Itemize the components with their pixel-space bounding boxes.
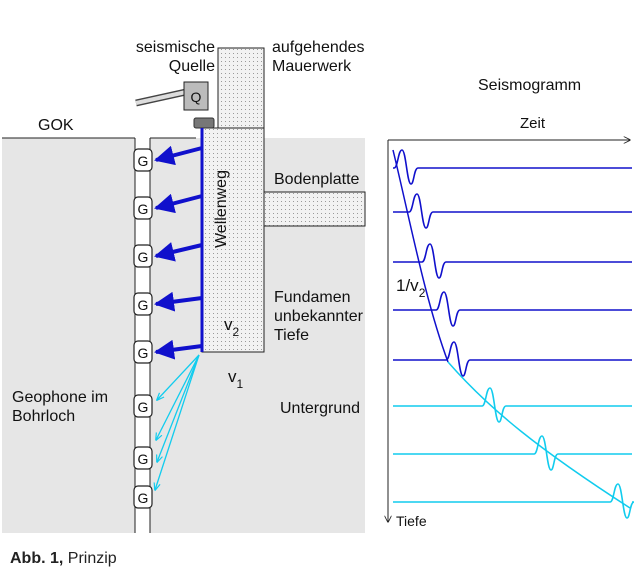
geophone-symbol: G: [138, 297, 149, 313]
subsoil-wave-arrow: [157, 354, 200, 400]
geophone-symbol: G: [138, 345, 149, 361]
first-arrival-line-subsoil: [447, 361, 631, 509]
time-axis-label: Zeit: [520, 115, 546, 132]
geophones-label: Geophone im Bohrloch: [12, 389, 108, 425]
floor-slab: [263, 191, 366, 227]
wave-path-label: Wellenweg: [213, 170, 230, 248]
seismogram-traces: [393, 149, 635, 519]
geophone-icon: G: [133, 244, 153, 268]
depth-axis-label: Tiefe: [396, 513, 427, 529]
subsoil-wave-arrow: [156, 354, 200, 440]
slope-label: 1/v2: [396, 276, 426, 300]
geophone-symbol: G: [138, 451, 149, 467]
seismogram-trace: [393, 291, 632, 327]
direct-wave-arrow: [154, 145, 203, 166]
geophone-icon: G: [133, 196, 153, 220]
caption-number: Abb. 1,: [10, 550, 64, 567]
source-symbol: Q: [191, 89, 202, 105]
label-line: aufgehendes: [272, 39, 365, 56]
subsoil-wave-arrows: [155, 354, 200, 490]
geophone-icon: G: [133, 292, 153, 316]
hammer-icon: Q: [135, 81, 209, 111]
figure-caption: Abb. 1, Prinzip: [10, 550, 117, 568]
caption-text: Prinzip: [67, 550, 117, 567]
seismogram-trace: [393, 149, 632, 185]
borehole: [135, 138, 150, 533]
seismogram-trace: [393, 341, 632, 377]
direct-wave-arrow: [154, 291, 203, 312]
seismogram-trace: [393, 483, 635, 519]
geophone-icon: G: [133, 394, 153, 418]
label-line: Fundamen: [274, 289, 351, 306]
label-line: Bohrloch: [12, 408, 75, 425]
gok-label: GOK: [38, 117, 74, 134]
first-arrival-line-foundation: [392, 149, 449, 363]
direct-wave-arrow: [154, 339, 203, 360]
subsoil-label: Untergrund: [280, 400, 360, 417]
label-line: Quelle: [169, 58, 215, 75]
geophone-icon: G: [133, 148, 153, 172]
seismogram-trace: [393, 243, 632, 279]
label-line: Tiefe: [274, 327, 309, 344]
floor-slab-label: Bodenplatte: [274, 171, 360, 188]
geophone-symbol: G: [138, 490, 149, 506]
seismogram-title: Seismogramm: [478, 77, 581, 94]
geophone-icon: G: [133, 446, 153, 470]
subsoil-wave-arrow: [157, 354, 200, 462]
label-line: unbekannter: [274, 308, 364, 325]
label-line: Geophone im: [12, 389, 108, 406]
foundation-block: [201, 127, 265, 353]
geophone-icon: G: [133, 340, 153, 364]
label-line: seismische: [136, 39, 215, 56]
v2-label: v2: [224, 315, 240, 339]
seismogram-trace: [393, 435, 632, 471]
direct-wave-arrow: [154, 193, 203, 214]
v1-label: v1: [228, 367, 244, 391]
geophone-symbol: G: [138, 249, 149, 265]
seismogram-trace: [393, 193, 632, 229]
geophone-column: G G G G G G G G: [133, 148, 153, 509]
geophone-symbol: G: [138, 201, 149, 217]
source-plate: [193, 117, 215, 129]
label-line: Mauerwerk: [272, 58, 352, 75]
direct-wave-arrows: [154, 145, 203, 360]
seismogram-trace: [393, 387, 632, 423]
subsoil-wave-arrow: [155, 354, 200, 490]
direct-wave-arrow: [154, 242, 203, 262]
geophone-symbol: G: [138, 399, 149, 415]
ground-left: [2, 138, 135, 533]
geophone-icon: G: [133, 485, 153, 509]
geophone-symbol: G: [138, 153, 149, 169]
masonry-wall: [217, 47, 265, 131]
